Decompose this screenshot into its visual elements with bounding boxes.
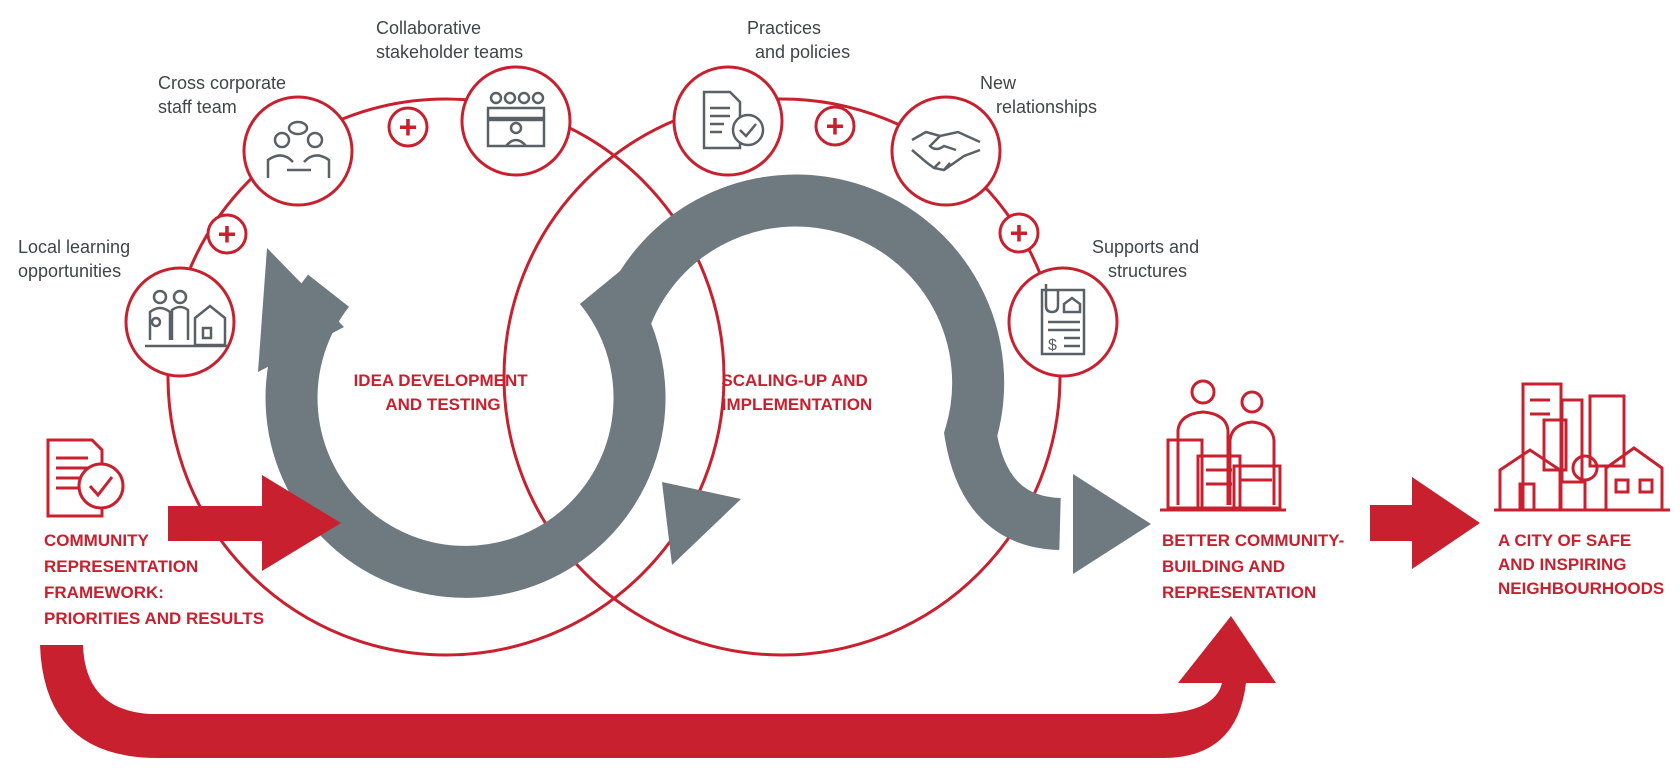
return-arrow-head [1178,616,1276,683]
svg-text:$: $ [1048,337,1057,354]
plus-symbol: + [218,216,237,252]
stage-labels: COMMUNITY REPRESENTATION FRAMEWORK: PRIO… [44,531,1664,628]
double-loop [265,174,1062,598]
label-framework: COMMUNITY REPRESENTATION FRAMEWORK: PRIO… [44,531,264,628]
label-supports: Supports and structures [1092,237,1204,281]
red-arrows [168,475,1480,571]
right-loop-arrowhead [662,482,741,565]
plus-connector-3: + [814,105,856,147]
return-arrow-band [40,645,1246,758]
node-labels: Local learning opportunities Cross corpo… [18,18,1204,281]
document-check-icon [702,90,765,150]
node-cross-corporate [242,95,354,207]
label-cross-corporate: Cross corporate staff team [158,73,291,117]
label-scaling-up: SCALING-UP AND IMPLEMENTATION [721,371,872,414]
loop-labels: IDEA DEVELOPMENT AND TESTING SCALING-UP … [354,371,873,414]
left-loop [265,271,666,598]
plus-symbol: + [399,109,418,145]
plus-symbol: + [1010,215,1029,251]
label-city: A CITY OF SAFE AND INSPIRING NEIGHBOURHO… [1498,531,1664,598]
loop-arrowheads [258,248,1151,574]
left-loop-arrowhead [258,248,344,372]
plus-symbol: + [826,108,845,144]
exit-arrowhead [1073,474,1151,574]
framework-arrow [168,475,341,571]
label-better-community: BETTER COMMUNITY- BUILDING AND REPRESENT… [1162,531,1349,602]
plus-connector-2: + [387,106,429,148]
people-buildings-icon [1160,379,1286,512]
staff-conversation-icon [266,120,331,178]
framework-document-icon [46,438,125,518]
city-arrow [1370,477,1480,569]
label-idea-development: IDEA DEVELOPMENT AND TESTING [354,371,533,414]
city-skyline-icon [1494,382,1670,512]
handshake-icon [911,130,981,172]
node-supports: $ [1007,266,1119,378]
icon-nodes: $ [124,65,1119,378]
left-outer-circle [166,97,726,657]
plus-connectors: + + + + [206,105,1040,255]
label-practices: Practices and policies [747,18,850,62]
right-loop [596,174,1062,550]
label-new-relationships: New relationships [980,73,1097,117]
label-collaborative: Collaborative stakeholder teams [376,18,523,62]
family-home-icon [145,289,228,348]
plus-connector-1: + [206,213,248,255]
return-arrow [40,616,1276,758]
node-practices [672,65,784,177]
meeting-table-icon [486,91,546,148]
plus-connector-4: + [998,212,1040,254]
node-local-learning [124,266,236,378]
paperclip-document-icon: $ [1040,284,1086,356]
label-local-learning: Local learning opportunities [18,237,135,281]
node-new-relationships [890,95,1002,207]
node-collaborative [460,65,572,177]
